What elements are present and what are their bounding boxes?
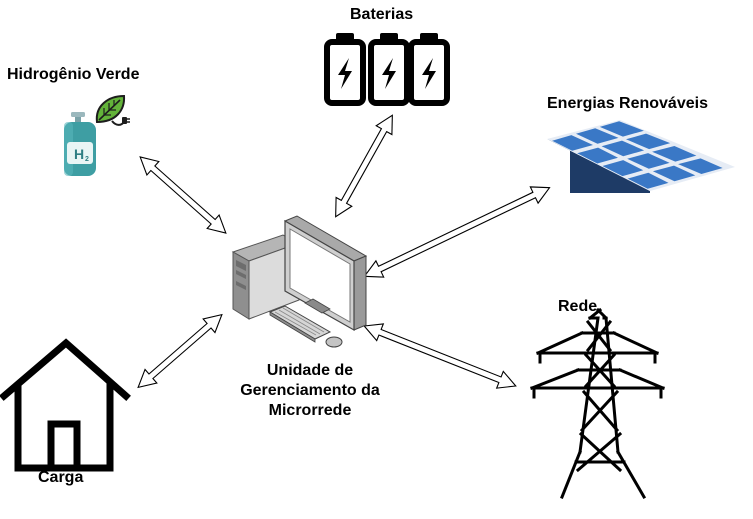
computer-icon bbox=[231, 215, 368, 348]
solar-panel-icon bbox=[547, 120, 735, 193]
arrow-controller-batteries bbox=[335, 114, 393, 218]
controller-label-line-1: Unidade de bbox=[266, 362, 354, 379]
controller-label: Unidade de Gerenciamento da Microrrede bbox=[215, 361, 405, 421]
hydrogen-tank-icon: H 2 bbox=[64, 112, 96, 176]
load-label: Carga bbox=[38, 469, 84, 486]
batteries-label: Baterias bbox=[350, 6, 414, 23]
battery-icon bbox=[324, 33, 450, 106]
arrow-controller-hydrogen bbox=[139, 156, 227, 234]
arrow-controller-renewables bbox=[363, 186, 551, 278]
arrow-controller-load bbox=[137, 313, 223, 389]
arrows bbox=[137, 114, 551, 389]
controller-label-line-3: Microrrede bbox=[268, 402, 352, 419]
arrow-controller-grid bbox=[363, 323, 517, 389]
hydrogen-label: Hidrogênio Verde bbox=[7, 66, 140, 83]
grid-label: Rede bbox=[558, 298, 598, 315]
transmission-tower-icon bbox=[530, 307, 665, 500]
house-icon bbox=[0, 338, 131, 472]
svg-text:H: H bbox=[74, 146, 84, 162]
leaf-icon bbox=[95, 94, 130, 126]
svg-text:2: 2 bbox=[85, 156, 89, 163]
renewables-label: Energias Renováveis bbox=[547, 95, 708, 112]
controller-label-line-2: Gerenciamento da bbox=[240, 382, 380, 399]
